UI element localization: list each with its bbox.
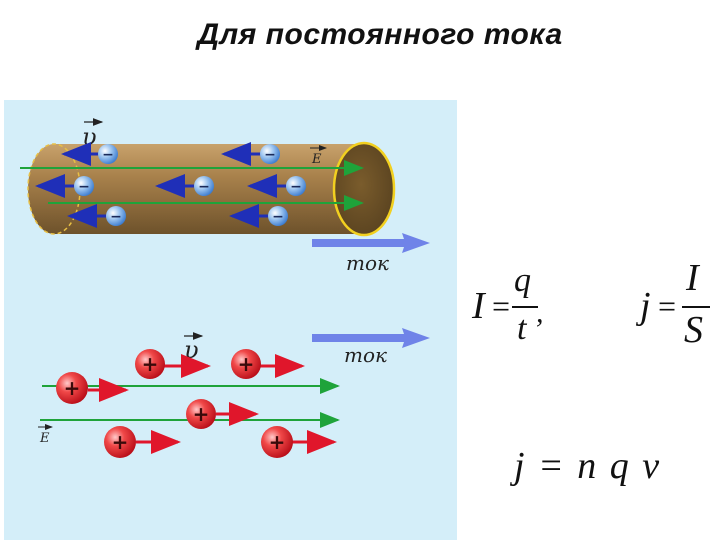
electron: −	[67, 204, 126, 228]
svg-text:−: −	[272, 209, 284, 225]
positive-charge: +	[231, 349, 305, 379]
svg-text:+: +	[112, 430, 129, 454]
svg-text:−: −	[198, 179, 210, 195]
current-label-bottom: ток	[344, 343, 387, 367]
fraction-bar	[512, 306, 538, 308]
formula-current-num: q	[514, 262, 531, 299]
formula-density-den: S	[684, 309, 703, 351]
positive-charge: +	[186, 399, 259, 429]
field-lines-top	[20, 160, 364, 211]
positive-charges: + + + + +	[56, 349, 337, 458]
electron: −	[229, 204, 288, 228]
positive-charge: +	[135, 349, 211, 379]
current-arrow-bottom: ток	[312, 328, 430, 367]
svg-text:−: −	[78, 179, 90, 195]
current-label-top: ток	[346, 251, 389, 275]
electron: −	[155, 174, 214, 198]
svg-text:+: +	[193, 402, 210, 426]
electrons: − − − − −	[35, 142, 306, 228]
current-arrow-top: ток	[312, 233, 430, 275]
current-diagram: E υ − − −	[20, 118, 430, 458]
formula-density-eq: =	[658, 288, 677, 324]
v-label: υ	[82, 123, 97, 151]
formula-current-lhs: I	[472, 285, 485, 327]
formula-current-den: t	[517, 310, 527, 347]
formula-current-eq: =	[492, 288, 511, 324]
field-vector-label-bottom: E	[38, 424, 53, 446]
formula-density-num: I	[686, 257, 699, 299]
electron: −	[247, 174, 306, 198]
svg-text:−: −	[110, 209, 122, 225]
velocity-label-bottom: υ	[184, 332, 204, 364]
positive-charge: +	[104, 426, 181, 458]
e-label: E	[39, 431, 50, 446]
diagram-panel: E υ − − −	[4, 100, 457, 540]
svg-text:+: +	[64, 376, 81, 400]
svg-text:+: +	[269, 430, 286, 454]
svg-text:+: +	[142, 352, 159, 376]
svg-text:−: −	[264, 147, 276, 163]
fraction-bar	[682, 306, 710, 308]
conductor-cross-section	[332, 141, 396, 237]
formula-density-lhs: j	[640, 285, 651, 327]
formula-current-comma: ,	[536, 296, 544, 329]
svg-text:+: +	[238, 352, 255, 376]
field-vector-label-top: E	[310, 145, 327, 167]
electron: −	[221, 142, 280, 166]
positive-charge: +	[56, 372, 129, 404]
formula-nqv: j = n q v	[514, 445, 662, 487]
e-label: E	[311, 152, 322, 167]
electron: −	[35, 174, 94, 198]
svg-text:−: −	[290, 179, 302, 195]
svg-text:−: −	[102, 147, 114, 163]
electron: −	[61, 142, 118, 166]
v-label: υ	[184, 336, 199, 364]
positive-charge: +	[261, 426, 337, 458]
page-title: Для постоянного тока	[197, 18, 563, 51]
